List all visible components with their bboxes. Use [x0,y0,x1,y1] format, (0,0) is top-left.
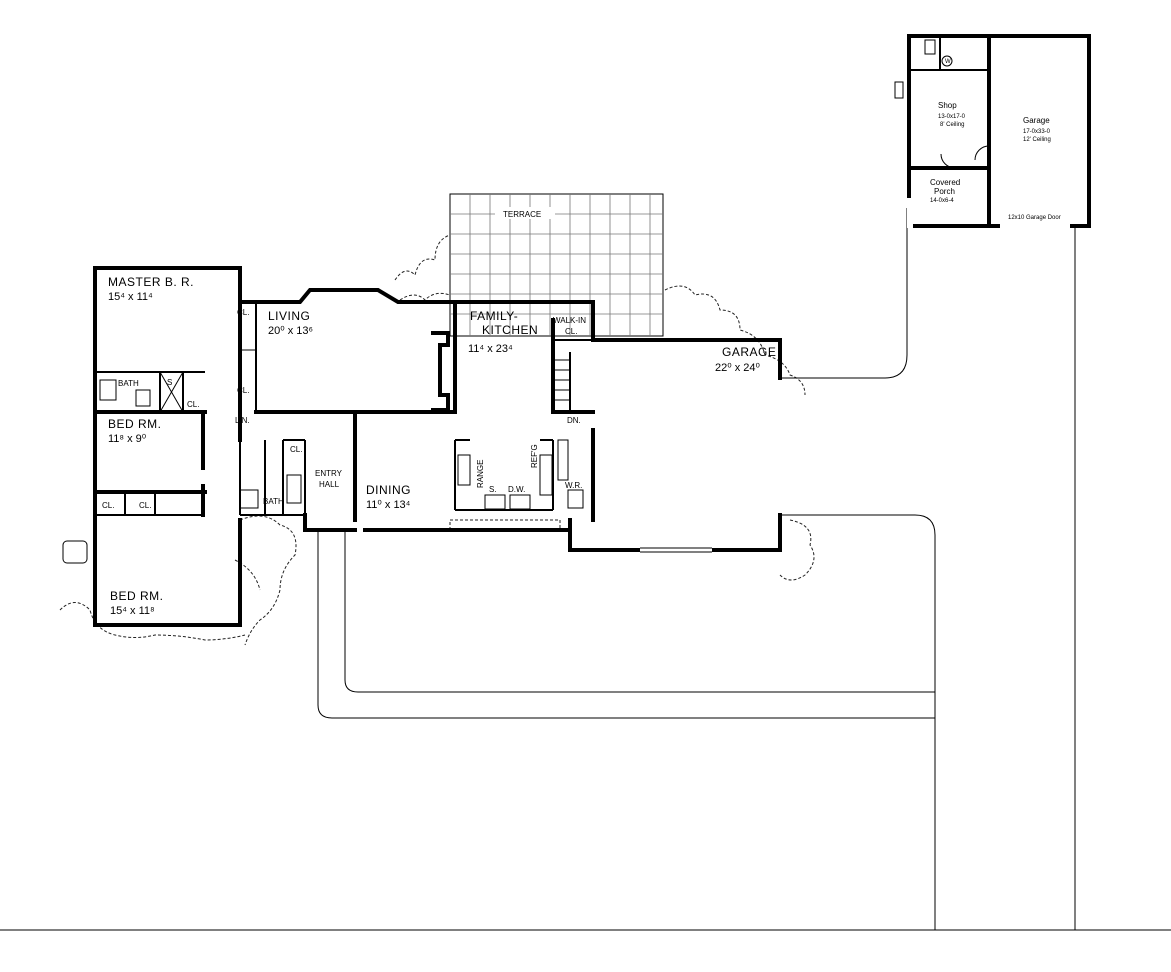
label-bed-rm-2: BED RM. [110,589,164,603]
label-master-br-dim: 15⁴ x 11⁴ [108,291,153,303]
label-bed-rm-1-dim: 11⁸ x 9⁰ [108,433,147,445]
label-garage2-dim: 17-0x33-0 [1023,129,1051,135]
label-porch-1: Covered [930,178,960,187]
detached-garage [894,34,1091,229]
label-entry: ENTRY [315,469,343,478]
label-shower: S [167,378,172,387]
terrace-grid [449,193,664,337]
label-living: LIVING [268,309,310,323]
label-bed-rm-2-dim: 15⁴ x 11⁸ [110,605,155,617]
label-family: FAMILY- [470,309,518,323]
label-linen: LIN. [235,416,250,425]
label-living-dim: 20⁰ x 13⁶ [268,325,313,337]
label-dishwasher: D.W. [508,485,525,494]
label-shop: Shop [938,101,957,110]
label-hall: HALL [319,480,340,489]
label-walkin: WALK-IN [553,316,586,325]
label-kitchen: KITCHEN [482,323,538,337]
label-porch-dim: 14-0x6-4 [930,198,954,204]
label-master-br: MASTER B. R. [108,275,194,289]
label-refg: REF'G [530,444,539,468]
shrubbery [59,234,815,646]
label-bed-rm-1: BED RM. [108,417,162,431]
driveway-lines [0,208,1171,931]
house-walls [93,266,782,627]
label-garage-dim: 22⁰ x 24⁰ [715,362,760,374]
label-down: DN. [567,416,581,425]
room-labels: MASTER B. R. 15⁴ x 11⁴ BATH S CL. CL. CL… [102,59,1061,617]
label-garage: GARAGE [722,345,776,359]
label-shop-ceiling: 8' Ceiling [940,122,965,128]
marker-square [62,540,88,564]
label-family-dim: 11⁴ x 23⁴ [468,343,513,355]
label-wash-room: W.R. [565,481,582,490]
label-range: RANGE [476,460,485,488]
label-sink: S. [489,485,497,494]
label-closet-hall: CL. [290,445,302,454]
label-closet-bed-1: CL. [102,501,114,510]
label-garage2: Garage [1023,116,1050,125]
label-washer: W [945,59,951,65]
label-garage-door: 12x10 Garage Door [1008,215,1061,221]
label-bath-upper: BATH [118,379,139,388]
label-shop-dim: 13-0x17-0 [938,114,966,120]
label-closet-living-1: CL. [237,308,249,317]
label-closet-bath: CL. [187,400,199,409]
label-dining: DINING [366,483,411,497]
label-dining-dim: 11⁰ x 13⁴ [366,499,411,511]
label-closet-bed-2: CL. [139,501,151,510]
label-walkin-cl: CL. [565,327,577,336]
label-garage2-ceiling: 12' Ceiling [1023,137,1051,143]
label-terrace: TERRACE [503,210,541,219]
label-closet-living-2: CL. [237,386,249,395]
label-bath-lower: BATH [263,497,284,506]
label-porch-2: Porch [934,187,955,196]
